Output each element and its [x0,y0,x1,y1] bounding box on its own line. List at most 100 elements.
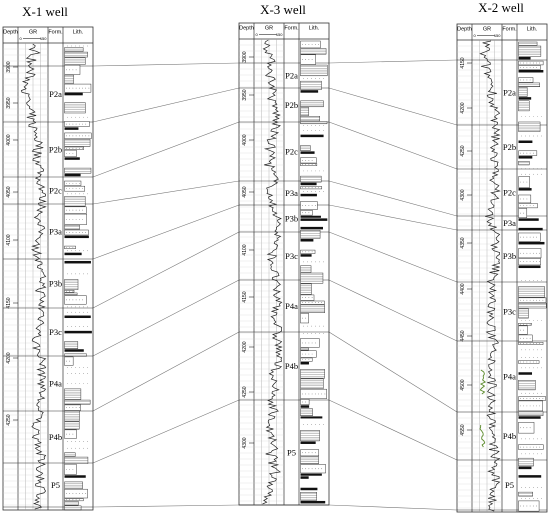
lithology-coal-bed [64,349,84,352]
lithology-siltstone-dot [529,453,530,455]
lithology-grain-dot [66,153,67,154]
lithology-mudstone-bed [300,100,324,108]
lithology-siltstone-dot [303,125,304,126]
lithology-siltstone-dot [529,357,530,358]
lithology-siltstone-dot [541,168,542,170]
formation-label-p2b: P2b [285,100,298,110]
lithology-grain-dot [311,353,313,355]
lithology-siltstone-dot [319,170,320,172]
lithology-grain-dot [523,405,525,407]
lithology-siltstone-dot [533,438,534,440]
lithology-grain-dot [520,337,521,339]
lithology-grain-dot [520,329,521,331]
lithology-mudstone-bed [300,145,311,151]
lithology-grain-dot [69,469,71,470]
lithology-coal-bed [300,90,319,93]
lithology-grain-dot [75,299,77,301]
lithology-siltstone-dot [307,130,308,131]
lithology-siltstone-dot [67,273,68,275]
formation-label-p3a: P3a [49,227,62,237]
lithology-siltstone-dot [525,453,526,455]
formation-label-p4a: P4a [49,379,62,389]
lithology-grain-dot [536,67,537,68]
formation-label-p3c: P3c [49,327,62,337]
lithology-siltstone-dot [67,250,68,252]
correlation-line [328,231,458,283]
lithology-sandstone-bed [64,290,75,293]
lithology-grain-dot [523,337,525,339]
lithology-grain-dot [305,187,307,189]
lithology-grain-dot [75,188,77,190]
lithology-mudstone-bed [64,74,74,84]
lithology-grain-dot [520,323,521,325]
lithology-coal-bed [300,215,321,218]
lithology-siltstone-dot [83,193,84,195]
lithology-grain-dot [82,147,83,149]
formation-label-p2c: P2c [49,186,62,196]
lithology-grain-dot [526,198,528,200]
lithology-siltstone-dot [529,349,530,351]
correlation-line [92,331,240,412]
lithology-grain-dot [529,67,531,68]
lithology-grain-dot [520,152,521,154]
formation-label-p3a: P3a [285,188,298,198]
lithology-grain-dot [529,361,531,363]
lithology-sandstone-bed [64,463,77,475]
lithology-grain-dot [523,205,525,207]
lithology-siltstone-dot [79,326,80,327]
lithology-sandstone-bed [64,213,87,225]
lithology-sandstone-bed [64,83,92,93]
lithology-siltstone-dot [315,424,316,425]
depth-label: 4200 [460,102,466,113]
lithology-grain-dot [308,468,310,470]
lithology-grain-dot [318,44,319,45]
lithology-siltstone-dot [315,191,316,192]
lithology-sandstone-bed [300,186,323,190]
lithology-siltstone-dot [83,441,84,442]
lithology-siltstone-dot [311,78,312,79]
lithology-grain-dot [520,181,521,183]
lithology-mudstone-bed [518,308,529,319]
depth-label: 4250 [242,386,248,397]
lithology-siltstone-dot [303,424,304,425]
lithology-grain-dot [302,59,303,60]
lithology-grain-dot [72,493,74,494]
depth-label: 4200 [242,341,248,352]
lithology-siltstone-dot [75,326,76,327]
lithology-grain-dot [321,302,323,304]
formation-label-p2b: P2b [49,145,62,155]
column-header-form: Form. [284,26,299,32]
lithology-coal-bed [300,239,314,242]
lithology-grain-dot [85,135,87,137]
correlation-line [328,180,458,217]
lithology-grain-dot [75,407,77,409]
lithology-grain-dot [72,218,74,220]
formation-label-p2c: P2c [285,147,298,157]
lithology-mudstone-bed [64,505,82,511]
lithology-grain-dot [536,236,537,238]
lithology-grain-dot [520,212,521,214]
column-header-lith: Lith. [73,30,84,36]
lithology-grain-dot [66,209,67,211]
lithology-siltstone-dot [67,382,68,384]
lithology-coal-bed [64,252,82,256]
lithology-mudstone-bed [64,399,91,405]
lithology-grain-dot [88,135,90,137]
gr-scale-min: 0 [256,32,259,37]
lithology-grain-dot [308,302,310,304]
lithology-mudstone-bed [64,167,92,174]
lithology-grain-dot [318,302,319,304]
lithology-grain-dot [526,261,528,263]
depth-label: 4350 [460,237,466,248]
lithology-siltstone-dot [307,424,308,425]
lithology-mudstone-bed [300,492,317,501]
lithology-sandstone-bed [64,121,90,127]
lithology-coal-bed [518,56,531,60]
lithology-mudstone-bed [518,121,541,132]
lithology-siltstone-dot [541,320,542,322]
lithology-siltstone-dot [315,325,316,327]
lithology-mudstone-bed [64,139,91,147]
lithology-siltstone-dot [323,125,324,126]
lithology-grain-dot [308,342,310,344]
lithology-coal-bed [300,134,324,138]
